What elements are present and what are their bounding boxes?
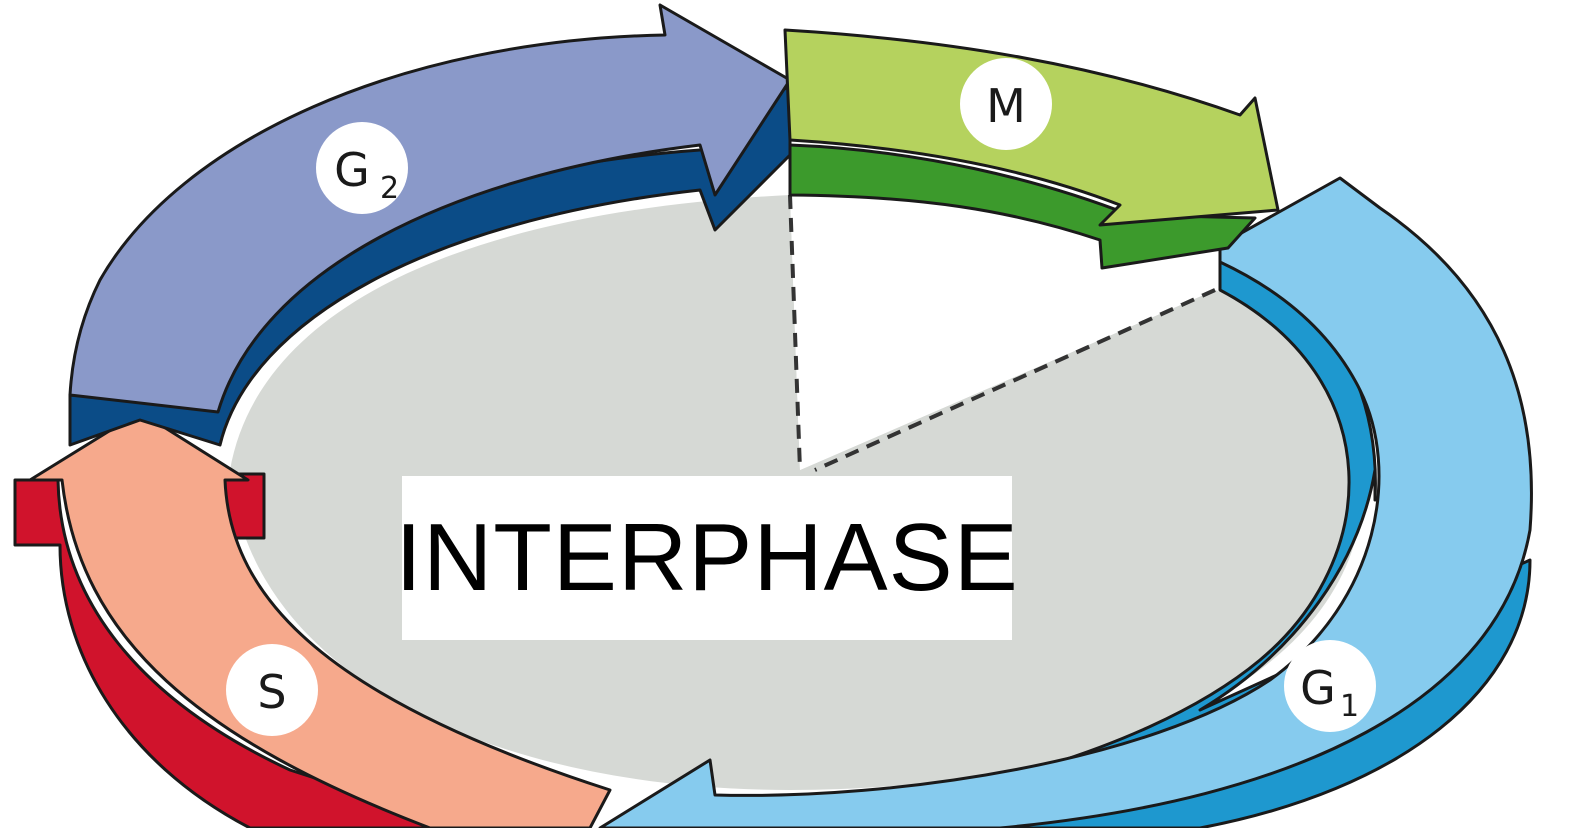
s-label: S xyxy=(257,665,286,719)
s-arrow-top xyxy=(28,410,612,828)
m-badge: M xyxy=(960,58,1052,150)
sector-edge-right xyxy=(814,288,1216,472)
s-arrow-side xyxy=(13,478,472,828)
g1-badge: G 1 xyxy=(1284,640,1376,732)
s-badge: S xyxy=(226,644,318,736)
interphase-label: INTERPHASE xyxy=(395,504,1019,611)
m-label: M xyxy=(986,79,1026,133)
g2-arrow xyxy=(68,3,792,447)
g2-badge: G 2 xyxy=(316,122,408,214)
g2-arrow-top xyxy=(68,3,792,414)
g1-label: G xyxy=(1300,661,1336,715)
g2-subscript: 2 xyxy=(380,171,399,206)
interphase-label-box: INTERPHASE xyxy=(395,476,1018,640)
s-arrow xyxy=(13,410,612,828)
m-arrow-side xyxy=(788,143,1257,270)
g1-subscript: 1 xyxy=(1340,689,1359,724)
g2-label: G xyxy=(334,143,370,197)
